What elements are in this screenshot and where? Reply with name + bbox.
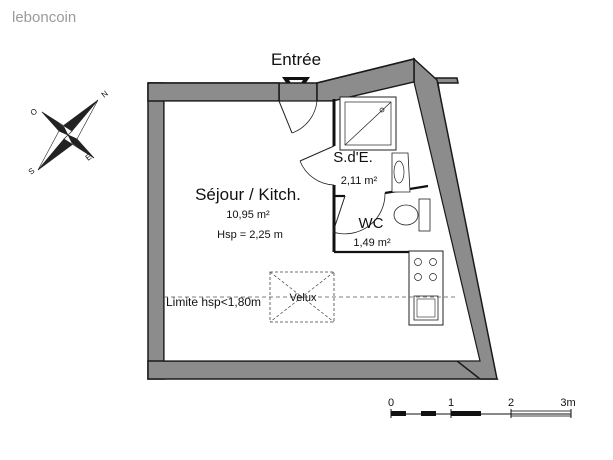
- room-name-sejour: Séjour / Kitch.: [195, 185, 301, 204]
- compass-o: O: [29, 107, 39, 118]
- watermark: leboncoin: [12, 9, 76, 26]
- room-area-wc: 1,49 m²: [353, 237, 391, 249]
- shower: [339, 96, 397, 151]
- wash-basin: [391, 152, 411, 193]
- room-area-sejour: 10,95 m²: [226, 209, 270, 221]
- entrance-door: [278, 100, 318, 134]
- room-name-sde: S.d'E.: [333, 149, 373, 166]
- entrance-label: Entrée: [271, 50, 321, 69]
- scale-bar: 0 1 2 3m: [388, 397, 576, 418]
- scale-tick-1: 1: [448, 397, 454, 409]
- compass-s: S: [27, 166, 37, 176]
- room-name-wc: WC: [359, 215, 384, 232]
- room-area-sde: 2,11 m²: [341, 175, 378, 187]
- room-height-sejour: Hsp = 2,25 m: [217, 229, 283, 241]
- toilet: [393, 198, 431, 232]
- limit-label: Limite hsp<1,80m: [166, 295, 261, 309]
- kitchenette: [408, 250, 444, 326]
- compass-e: E: [84, 152, 94, 162]
- compass-rose: N S E O: [27, 89, 110, 177]
- interior-partitions: [299, 99, 440, 254]
- scale-tick-0: 0: [388, 397, 394, 409]
- scale-tick-2: 2: [508, 397, 514, 409]
- compass-n: N: [100, 89, 110, 100]
- velux-label: Velux: [290, 292, 317, 304]
- scale-tick-3: 3m: [560, 397, 575, 409]
